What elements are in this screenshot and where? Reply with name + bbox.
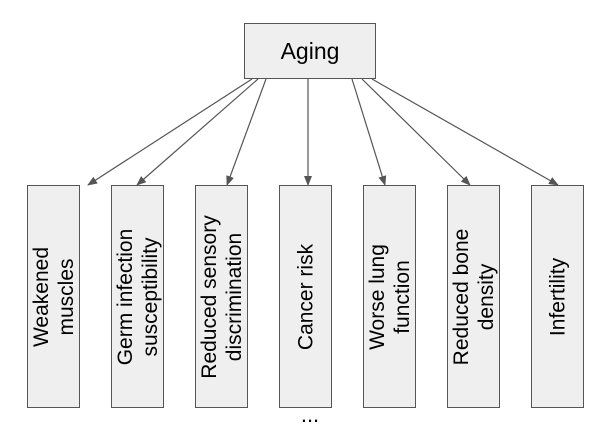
root-node-aging: Aging [244, 23, 376, 79]
connector-arrow-6 [371, 78, 559, 186]
root-node-label: Aging [280, 37, 340, 64]
effect-node-reduced-bone-density: Reduced bone density [447, 185, 500, 408]
effect-node-label: Reduced sensory discrimination [197, 214, 246, 379]
effect-node-reduced-sensory-discrimination: Reduced sensory discrimination [195, 185, 248, 408]
connector-arrow-2 [226, 78, 267, 186]
connector-arrow-1 [136, 78, 259, 186]
effect-node-label: Germ infection susceptibility [113, 228, 162, 365]
continuation-ellipsis: ... [300, 402, 320, 427]
effect-node-label: Worse lung function [365, 243, 414, 350]
effect-node-infertility: Infertility [531, 185, 584, 408]
connector-arrow-4 [351, 78, 387, 186]
connector-arrow-5 [361, 78, 471, 186]
effect-node-germ-infection-susceptibility: Germ infection susceptibility [111, 185, 164, 408]
effect-node-label: Infertility [546, 257, 569, 336]
effect-node-label: Weakened muscles [29, 246, 78, 347]
connector-arrow-0 [87, 78, 253, 186]
effect-node-cancer-risk: Cancer risk [279, 185, 332, 408]
effect-node-label: Reduced bone density [449, 228, 498, 365]
effect-node-label: Cancer risk [294, 243, 317, 350]
effect-node-worse-lung-function: Worse lung function [363, 185, 416, 408]
effect-node-weakened-muscles: Weakened muscles [27, 185, 80, 408]
